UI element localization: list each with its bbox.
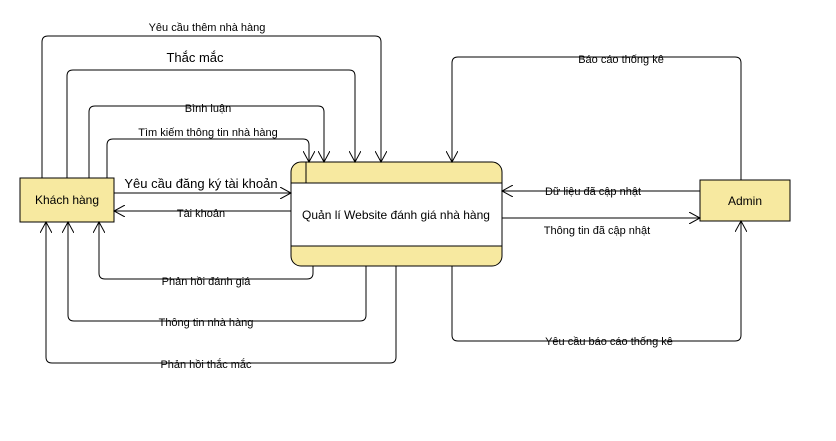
flow-stats-report-request-label: Yêu cầu báo cáo thống kê: [545, 336, 673, 348]
flow-review-feedback[interactable]: Phản hồi đánh giá: [99, 222, 314, 288]
process-main[interactable]: Quản lí Website đánh giá nhà hàng: [290, 161, 503, 267]
flow-add-restaurant-request[interactable]: Yêu cầu thêm nhà hàng: [41, 22, 381, 178]
flow-account-label: Tài khoản: [177, 208, 225, 220]
flow-restaurant-info[interactable]: Thông tin nhà hàng: [68, 222, 367, 329]
flow-updated-data[interactable]: Dữ liệu đã cập nhật: [502, 186, 700, 198]
flow-register-request[interactable]: Yêu cầu đăng ký tài khoản: [114, 176, 291, 193]
flow-questions-label: Thắc mắc: [166, 50, 224, 65]
flow-review-feedback-label: Phản hồi đánh giá: [162, 276, 252, 288]
flow-updated-info-label: Thông tin đã cập nhật: [544, 225, 650, 237]
process-main-label: Quản lí Website đánh giá nhà hàng: [302, 208, 490, 222]
flow-account[interactable]: Tài khoản: [114, 208, 291, 220]
flow-updated-data-label: Dữ liệu đã cập nhật: [545, 186, 641, 198]
flow-stats-report[interactable]: Báo cáo thống kê: [452, 54, 742, 180]
flow-comments[interactable]: Bình luận: [88, 103, 324, 178]
entity-customer[interactable]: Khách hàng: [19, 177, 115, 223]
flow-register-request-label: Yêu cầu đăng ký tài khoản: [124, 176, 277, 191]
entity-admin[interactable]: Admin: [699, 179, 791, 222]
flow-question-feedback-label: Phản hồi thắc mắc: [160, 358, 252, 371]
flow-comments-label: Bình luận: [185, 103, 231, 115]
flow-add-restaurant-request-label: Yêu cầu thêm nhà hàng: [149, 22, 266, 34]
entity-admin-label: Admin: [728, 194, 762, 208]
flow-questions[interactable]: Thắc mắc: [66, 50, 355, 178]
flow-updated-info[interactable]: Thông tin đã cập nhật: [502, 218, 700, 237]
flow-search-info[interactable]: Tìm kiếm thông tin nhà hàng: [106, 127, 309, 178]
flow-stats-report-request[interactable]: Yêu cầu báo cáo thống kê: [451, 221, 741, 348]
flow-question-feedback[interactable]: Phản hồi thắc mắc: [46, 222, 397, 371]
flow-restaurant-info-label: Thông tin nhà hàng: [159, 317, 254, 329]
flow-stats-report-label: Báo cáo thống kê: [578, 54, 664, 66]
flow-search-info-label: Tìm kiếm thông tin nhà hàng: [138, 127, 277, 139]
entity-customer-label: Khách hàng: [35, 193, 99, 207]
